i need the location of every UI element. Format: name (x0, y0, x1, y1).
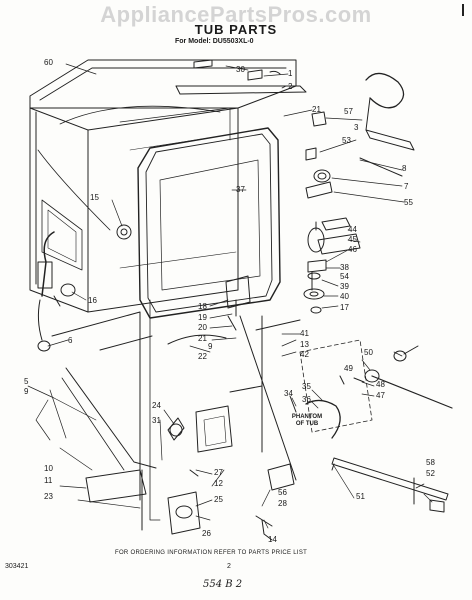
callout-18: 18 (198, 302, 207, 311)
callout-53: 53 (342, 136, 351, 145)
callout-21-mid: 21 (198, 334, 207, 343)
bottom-rail (331, 457, 449, 513)
phantom-note: PHANTOM OF TUB (291, 414, 323, 427)
callout-39: 39 (340, 282, 349, 291)
door-gasket (137, 127, 281, 319)
callout-37: 37 (236, 185, 245, 194)
callout-3: 3 (354, 123, 359, 132)
phantom-tub-outline (299, 339, 373, 433)
callout-10: 10 (44, 464, 53, 473)
lower-frame (51, 299, 301, 531)
callout-36: 36 (302, 395, 311, 404)
callout-48: 48 (376, 380, 385, 389)
callout-19: 19 (198, 313, 207, 322)
callout-2: 2 (288, 82, 293, 91)
callout-44: 44 (348, 225, 357, 234)
callout-55: 55 (404, 198, 413, 207)
part-number: 303421 (5, 563, 29, 570)
callout-6: 6 (68, 336, 73, 345)
callout-50: 50 (364, 348, 373, 357)
callout-8: 8 (402, 164, 407, 173)
callout-1: 1 (288, 69, 293, 78)
callout-42: 42 (300, 350, 309, 359)
callout-21-top: 21 (312, 105, 321, 114)
hose-assembly (37, 224, 132, 352)
float-assembly (303, 217, 361, 314)
diagram-title: TUB PARTS (194, 22, 278, 37)
top-rail (175, 59, 307, 95)
callout-40: 40 (340, 292, 349, 301)
callout-9-left: 9 (24, 387, 29, 396)
callout-17: 17 (340, 303, 349, 312)
callout-35: 35 (302, 382, 311, 391)
center-bracket (167, 275, 251, 345)
tub-outer-shell (29, 59, 297, 313)
callout-7: 7 (404, 182, 409, 191)
callout-12: 12 (214, 479, 223, 488)
watermark: AppliancePartsPros.com (100, 2, 372, 27)
callout-45: 45 (348, 235, 357, 244)
callout-9-mid: 9 (208, 342, 213, 351)
callout-14: 14 (268, 535, 277, 544)
ordering-note: FOR ORDERING INFORMATION REFER TO PARTS … (115, 550, 308, 556)
callout-20: 20 (198, 323, 207, 332)
callout-46: 46 (348, 245, 357, 254)
callout-11: 11 (44, 476, 53, 485)
callout-41: 41 (300, 329, 309, 338)
callout-47: 47 (376, 391, 385, 400)
callout-24: 24 (152, 401, 161, 410)
callout-52: 52 (426, 469, 435, 478)
callout-31: 31 (152, 416, 161, 425)
callout-38: 38 (340, 263, 349, 272)
callout-49: 49 (344, 364, 353, 373)
corner-mark (462, 4, 464, 16)
callout-25: 25 (214, 495, 223, 504)
right-lower-parts (267, 345, 453, 491)
callout-15: 15 (90, 193, 99, 202)
callout-60: 60 (44, 58, 53, 67)
callout-57: 57 (344, 107, 353, 116)
handwritten-note: 554 B 2 (203, 579, 243, 590)
callout-34: 34 (284, 389, 293, 398)
callout-56: 56 (278, 488, 287, 497)
callout-22: 22 (198, 352, 207, 361)
callout-26: 26 (202, 529, 211, 538)
callout-5: 5 (24, 377, 29, 386)
callout-28: 28 (278, 499, 287, 508)
callout-58: 58 (426, 458, 435, 467)
callout-51: 51 (356, 492, 365, 501)
callout-54: 54 (340, 272, 349, 281)
model-number: For Model: DU5503XL-0 (175, 38, 254, 45)
callout-13: 13 (300, 340, 309, 349)
callout-30: 30 (236, 65, 245, 74)
callout-27: 27 (214, 468, 223, 477)
pump-area (167, 469, 273, 541)
callout-23: 23 (44, 492, 53, 501)
vent-fill-parts (305, 72, 415, 199)
page-number: 2 (227, 563, 231, 570)
leader-lines (27, 63, 433, 529)
callout-16: 16 (88, 296, 97, 305)
